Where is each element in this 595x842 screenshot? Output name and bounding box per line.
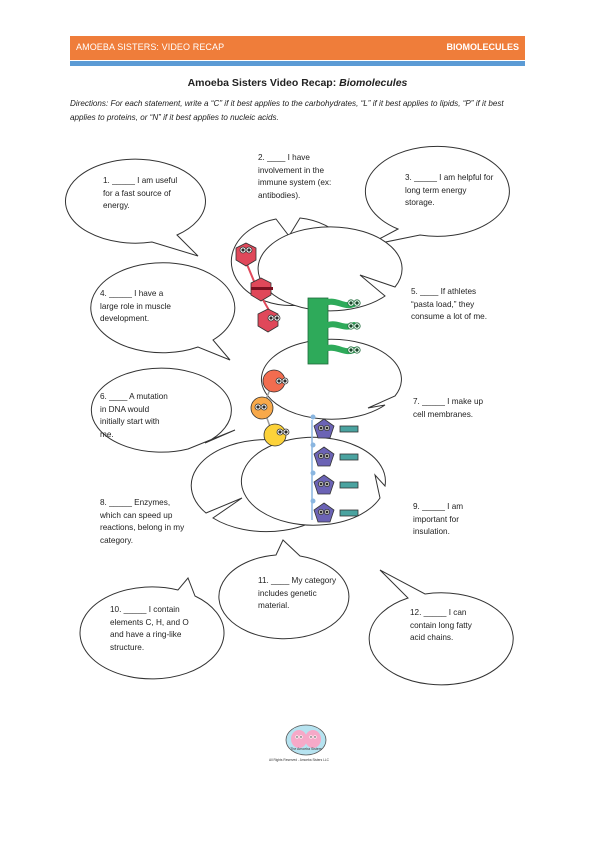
nucleic-acid-molecule <box>310 414 359 523</box>
page-title: Amoeba Sisters Video Recap: Biomolecules <box>187 77 408 89</box>
protein-molecule <box>235 242 281 333</box>
question-3: 3. _____ I am helpful for long term ener… <box>405 173 494 207</box>
copyright-text: All Rights Reserved - Amoeba Sisters LLC <box>269 758 329 762</box>
question-11: 11. ____ My category includes genetic ma… <box>258 576 337 610</box>
bubble-6 <box>90 367 236 453</box>
question-5: 5. ____ If athletes “pasta load,” they c… <box>411 287 487 321</box>
question-7: 7. _____ I make up cell membranes. <box>413 397 484 419</box>
question-6: 6. ____ A mutation in DNA would initiall… <box>100 392 168 439</box>
question-1: 1. _____ I am useful for a fast source o… <box>103 176 178 210</box>
bubble-1 <box>65 158 206 257</box>
header-bar: AMOEBA SISTERS: VIDEO RECAP BIOMOLECULES <box>70 36 525 60</box>
bubble-12 <box>368 569 514 686</box>
amoeba-sisters-logo: The Amoeba Sisters <box>285 724 327 756</box>
question-9: 9. _____ I am important for insulation. <box>413 502 464 536</box>
bubble-5 <box>257 226 403 312</box>
header-right-text: BIOMOLECULES <box>446 42 519 52</box>
logo-text: The Amoeba Sisters <box>290 747 322 751</box>
question-4: 4. _____ I have a large role in muscle d… <box>100 289 171 323</box>
question-8: 8. _____ Enzymes, which can speed up rea… <box>100 498 185 545</box>
bubble-11 <box>218 539 350 640</box>
header-left-text: AMOEBA SISTERS: VIDEO RECAP <box>76 42 225 52</box>
directions-text: Directions: For each statement, write a … <box>70 99 504 122</box>
bubble-3 <box>364 145 510 247</box>
lipid-molecule <box>307 297 361 365</box>
header-rule <box>70 61 525 66</box>
carbohydrate-molecule <box>250 369 290 447</box>
question-10: 10. _____ I contain elements C, H, and O… <box>110 605 189 652</box>
bubble-7 <box>260 338 402 420</box>
bubble-9 <box>240 436 386 526</box>
bubble-4 <box>90 262 236 361</box>
bubble-10 <box>79 577 225 680</box>
question-12: 12. _____ I can contain long fatty acid … <box>410 608 472 642</box>
question-2: 2. ____ I have involvement in the immune… <box>258 153 332 200</box>
